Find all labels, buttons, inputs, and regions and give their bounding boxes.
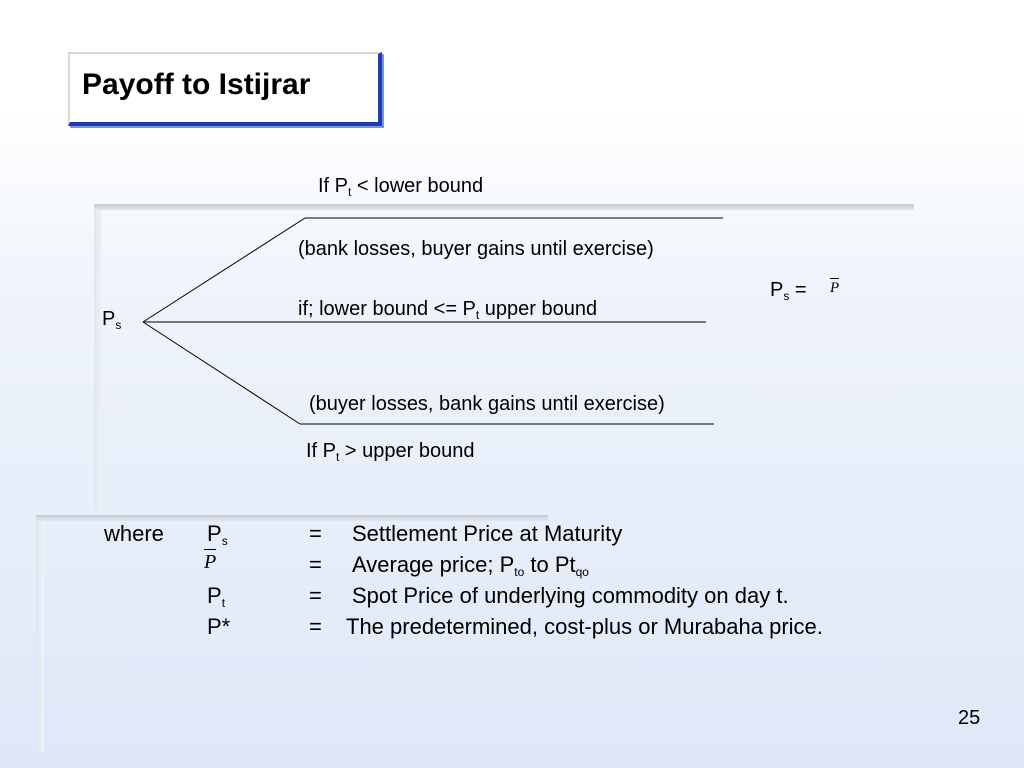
legend-row-pstar-eq: = [309,614,322,639]
legend-row-pbar-eq: = [309,552,322,577]
root-label: Ps [102,308,122,332]
lower-branch-line [142,321,301,425]
legend-row-pbar-symbol: P [204,549,217,573]
legend-row-pbar-desc: Average price; Pto to Ptqo [352,552,589,579]
legend-row-ps-eq: = [309,521,322,546]
lower-branch-label: If Pt > upper bound [306,440,475,464]
legend-row-pt-desc: Spot Price of underlying commodity on da… [352,583,789,608]
upper-branch-label: If Pt < lower bound [318,175,484,199]
result-p-bar-symbol: P [830,278,840,296]
upper-branch-line [142,217,306,323]
page-number: 25 [958,707,981,729]
legend-row-pt-eq: = [309,583,322,608]
decor-band-top [94,204,914,210]
legend-row-pstar-symbol: P* [207,614,231,639]
decor-band-mid [36,515,548,521]
legend-row-ps-desc: Settlement Price at Maturity [352,521,623,546]
legend-row-pt-symbol: Pt [207,583,226,610]
decor-band-left2 [36,521,44,751]
upper-note: (bank losses, buyer gains until exercise… [298,238,654,260]
legend-where: where [104,521,164,546]
result-label: Ps = [770,279,807,303]
middle-branch-label: if; lower bound <= Pt upper bound [298,298,598,322]
decor-band-left [94,210,102,512]
page-title: Payoff to Istijrar [82,68,311,101]
title-box: Payoff to Istijrar [68,52,382,126]
lower-note: (buyer losses, bank gains until exercise… [309,393,665,415]
legend-row-pstar-desc: The predetermined, cost-plus or Murabaha… [346,614,823,639]
legend-row-ps-symbol: Ps [207,521,228,548]
